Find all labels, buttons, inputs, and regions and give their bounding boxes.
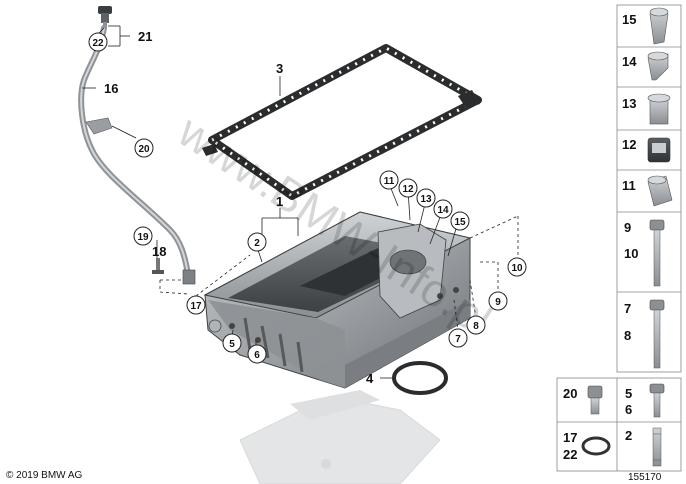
legend-item-11: 11 <box>622 175 673 207</box>
svg-text:2: 2 <box>625 428 632 443</box>
sleeve-13-icon <box>647 93 671 125</box>
callout-3: 3 <box>276 61 283 76</box>
legend-item-7-8: 7 8 <box>624 299 665 369</box>
callout-20: 20 <box>138 144 150 155</box>
svg-text:14: 14 <box>622 54 637 69</box>
parts-legend: 15 14 13 12 <box>616 4 682 373</box>
grid-item-2: 2 <box>625 427 662 467</box>
callout-7: 7 <box>455 334 461 345</box>
callout-13: 13 <box>420 194 432 205</box>
diagram-number: 155170 <box>628 472 662 483</box>
copyright-text: © 2019 BMW AG <box>6 470 83 481</box>
callout-10: 10 <box>511 263 523 274</box>
sleeve-15-icon <box>649 7 669 45</box>
plug-20-icon <box>587 385 603 415</box>
small-parts-grid: 20 5 6 17 22 2 <box>556 377 682 472</box>
callout-14: 14 <box>437 205 449 216</box>
grid-item-5-6: 5 6 <box>625 383 665 418</box>
tube-bracket-icon <box>85 117 113 135</box>
svg-text:9: 9 <box>624 220 631 235</box>
legend-item-15: 15 <box>622 7 669 45</box>
sleeve-14-icon <box>647 51 669 81</box>
svg-text:6: 6 <box>625 402 632 417</box>
callout-9: 9 <box>495 297 501 308</box>
callout-11: 11 <box>384 176 395 187</box>
bolt-9-10-icon <box>649 219 665 287</box>
grid-item-17-22: 17 22 <box>563 430 611 462</box>
o-ring-icon <box>392 361 448 395</box>
dipstick-handle-icon <box>98 6 112 28</box>
callout-5: 5 <box>229 339 235 350</box>
oil-pan <box>203 211 472 389</box>
bolt-18-icon <box>152 258 164 274</box>
callout-17: 17 <box>190 301 202 312</box>
legend-item-12: 12 <box>622 137 671 163</box>
callout-15: 15 <box>454 217 466 228</box>
grid-item-20: 20 <box>563 385 603 415</box>
svg-text:8: 8 <box>624 328 631 343</box>
stud-2-icon <box>652 427 662 467</box>
sleeve-12-icon <box>647 137 671 163</box>
svg-text:13: 13 <box>622 96 636 111</box>
oil-pan-gasket <box>202 44 482 200</box>
svg-text:22: 22 <box>563 447 577 462</box>
callout-1: 1 <box>276 194 283 209</box>
svg-text:17: 17 <box>563 430 577 445</box>
lower-cover-faded <box>239 390 441 484</box>
callout-6: 6 <box>254 350 260 361</box>
callout-8: 8 <box>473 321 479 332</box>
seal-ring-icon <box>581 436 611 456</box>
callouts: 22 21 16 20 3 1 2 19 18 17 5 6 4 11 12 1… <box>88 29 527 386</box>
callout-19: 19 <box>137 232 149 243</box>
callout-12: 12 <box>402 184 414 195</box>
callout-16: 16 <box>104 81 118 96</box>
dipstick-assembly <box>78 6 196 285</box>
legend-item-14: 14 <box>622 51 669 81</box>
svg-text:12: 12 <box>622 137 636 152</box>
bolt-7-8-icon <box>649 299 665 369</box>
sleeve-11-icon <box>647 175 673 207</box>
svg-text:10: 10 <box>624 246 638 261</box>
svg-text:5: 5 <box>625 386 632 401</box>
callout-18: 18 <box>152 244 166 259</box>
legend-item-13: 13 <box>622 93 671 125</box>
callout-22: 22 <box>92 38 104 49</box>
callout-4: 4 <box>366 371 374 386</box>
callout-2: 2 <box>254 238 260 249</box>
svg-text:11: 11 <box>622 178 636 193</box>
svg-text:7: 7 <box>624 301 631 316</box>
svg-text:20: 20 <box>563 386 577 401</box>
legend-item-9-10: 9 10 <box>624 219 665 287</box>
svg-text:15: 15 <box>622 12 636 27</box>
tube-lower-fitting-icon <box>182 269 196 285</box>
callout-21: 21 <box>138 29 152 44</box>
bolt-5-6-icon <box>649 383 665 418</box>
